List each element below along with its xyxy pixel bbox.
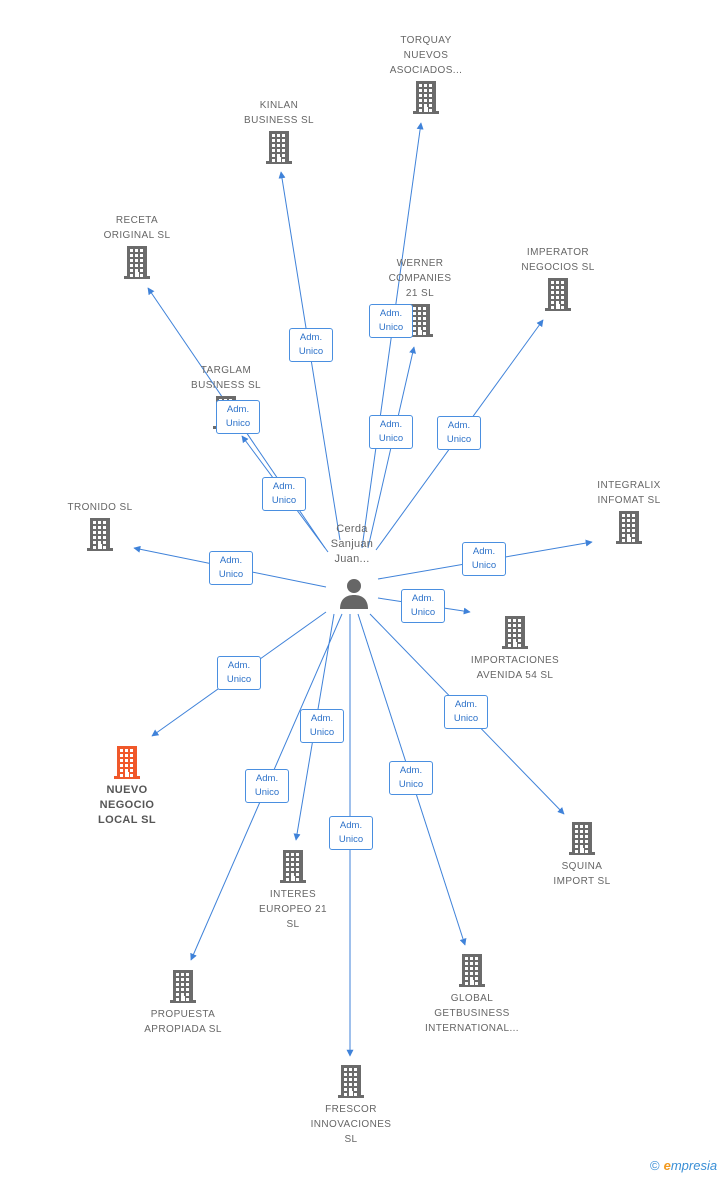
edge-label-line1: Adm. [310, 713, 334, 724]
company-node-nuevo[interactable]: NUEVO NEGOCIO LOCAL SL [57, 745, 197, 828]
company-name: TORQUAY NUEVOS ASOCIADOS... [389, 35, 463, 76]
edge-label-line2: Unico [218, 569, 244, 580]
company-name: GLOBAL GETBUSINESS INTERNATIONAL... [424, 993, 519, 1034]
edge-label-line1: Adm. [379, 419, 403, 430]
edge-label-line1: Adm. [272, 481, 296, 492]
role-badge-integralix[interactable]: Adm. Unico [462, 542, 506, 576]
building-icon [87, 518, 113, 551]
edge-label-line1: Adm. [447, 420, 471, 431]
company-name: WERNER COMPANIES 21 SL [388, 258, 452, 299]
company-name: NUEVO NEGOCIO LOCAL SL [98, 784, 156, 826]
edge-label-line2: Unico [225, 418, 251, 429]
company-node-propuesta[interactable]: PROPUESTA APROPIADA SL [113, 969, 253, 1037]
footer-brand[interactable]: ©empresia [650, 1158, 718, 1173]
company-name: IMPORTACIONES AVENIDA 54 SL [470, 655, 560, 681]
role-badge-squina[interactable]: Adm. Unico [444, 695, 488, 729]
building-icon [114, 746, 140, 779]
company-name: SQUINA IMPORT SL [553, 861, 611, 887]
edge-label-line2: Unico [298, 346, 324, 357]
company-node-tronido[interactable]: TRONIDO SL [30, 500, 170, 551]
edge-label-line2: Unico [446, 434, 472, 445]
company-node-imperator[interactable]: IMPERATOR NEGOCIOS SL [488, 245, 628, 311]
company-node-interes[interactable]: INTERES EUROPEO 21 SL [223, 849, 363, 932]
edge-label-line2: Unico [471, 560, 497, 571]
building-icon [124, 246, 150, 279]
role-badge-propuesta[interactable]: Adm. Unico [245, 769, 289, 803]
role-badge-torquay[interactable]: Adm. Unico [369, 415, 413, 449]
building-icon [280, 850, 306, 883]
company-node-squina[interactable]: SQUINA IMPORT SL [512, 821, 652, 889]
building-icon [170, 970, 196, 1003]
edge-label-line2: Unico [309, 727, 335, 738]
company-name: FRESCOR INNOVACIONES SL [310, 1104, 392, 1145]
company-node-kinlan[interactable]: KINLAN BUSINESS SL [209, 98, 349, 164]
edge-label-line2: Unico [398, 779, 424, 790]
building-icon [407, 304, 433, 337]
building-icon [545, 278, 571, 311]
company-name: PROPUESTA APROPIADA SL [144, 1009, 222, 1035]
role-badge-interes[interactable]: Adm. Unico [300, 709, 344, 743]
company-node-torquay[interactable]: TORQUAY NUEVOS ASOCIADOS... [356, 33, 496, 114]
role-badge-importaciones[interactable]: Adm. Unico [401, 589, 445, 623]
role-badge-global[interactable]: Adm. Unico [389, 761, 433, 795]
edge-label-line2: Unico [271, 495, 297, 506]
building-icon [413, 81, 439, 114]
edge-label-line2: Unico [378, 433, 404, 444]
company-node-global[interactable]: GLOBAL GETBUSINESS INTERNATIONAL... [402, 953, 542, 1036]
company-name: TRONIDO SL [67, 502, 133, 513]
edge-label-line1: Adm. [399, 765, 423, 776]
center-person-name[interactable]: Cerda Sanjuan Juan... [330, 523, 374, 565]
edge-label-line2: Unico [338, 834, 364, 845]
edge-label-line1: Adm. [454, 699, 478, 710]
role-badge-frescor[interactable]: Adm. Unico [329, 816, 373, 850]
role-badge-tronido[interactable]: Adm. Unico [209, 551, 253, 585]
company-node-importaciones[interactable]: IMPORTACIONES AVENIDA 54 SL [445, 615, 585, 683]
role-badge-imperator[interactable]: Adm. Unico [437, 416, 481, 450]
edge-label-line2: Unico [410, 607, 436, 618]
edge-label-line2: Unico [453, 713, 479, 724]
building-icon [459, 954, 485, 987]
role-badge-kinlan[interactable]: Adm. Unico [289, 328, 333, 362]
edge-label-line1: Adm. [339, 820, 363, 831]
edge-label-line2: Unico [254, 787, 280, 798]
building-icon [569, 822, 595, 855]
edge-label-line1: Adm. [226, 404, 250, 415]
building-icon [502, 616, 528, 649]
company-name: KINLAN BUSINESS SL [244, 100, 314, 126]
person-icon[interactable] [338, 577, 370, 611]
company-name: INTERES EUROPEO 21 SL [259, 889, 327, 930]
edge-label-line1: Adm. [411, 593, 435, 604]
company-node-frescor[interactable]: FRESCOR INNOVACIONES SL [281, 1064, 421, 1147]
company-node-werner[interactable]: WERNER COMPANIES 21 SL [350, 256, 490, 337]
company-node-receta[interactable]: RECETA ORIGINAL SL [67, 213, 207, 279]
role-badge-werner[interactable]: Adm. Unico [369, 304, 413, 338]
edge-label-line2: Unico [378, 322, 404, 333]
edge-label-line2: Unico [226, 674, 252, 685]
building-icon [616, 511, 642, 544]
edge-label-line1: Adm. [227, 660, 251, 671]
edge-label-line1: Adm. [219, 555, 243, 566]
building-icon [266, 131, 292, 164]
company-name: INTEGRALIX INFOMAT SL [597, 480, 661, 506]
company-name: RECETA ORIGINAL SL [103, 215, 171, 241]
edge-label-line1: Adm. [255, 773, 279, 784]
role-badge-targlam[interactable]: Adm. Unico [262, 477, 306, 511]
edge-label-line1: Adm. [379, 308, 403, 319]
edge-label-line1: Adm. [472, 546, 496, 557]
building-icon [338, 1065, 364, 1098]
company-node-integralix[interactable]: INTEGRALIX INFOMAT SL [559, 478, 699, 544]
role-badge-nuevo[interactable]: Adm. Unico [217, 656, 261, 690]
role-badge-receta[interactable]: Adm. Unico [216, 400, 260, 434]
edge-label-line1: Adm. [299, 332, 323, 343]
company-name: IMPERATOR NEGOCIOS SL [521, 247, 595, 273]
company-name: TARGLAM BUSINESS SL [191, 365, 261, 391]
